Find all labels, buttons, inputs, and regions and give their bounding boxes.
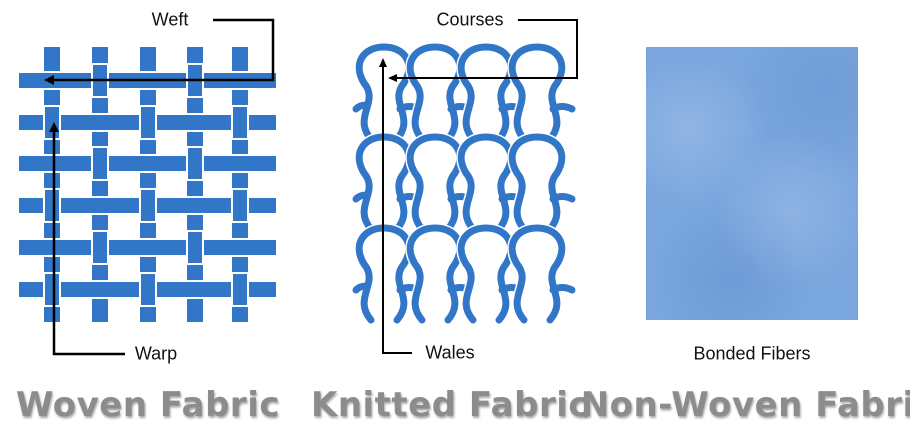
knit-sinker-loop bbox=[549, 193, 576, 203]
nonwoven-fabric-graphic bbox=[646, 47, 858, 320]
knitted-fabric-graphic bbox=[352, 41, 576, 325]
bonded-fibers-label: Bonded Fibers bbox=[693, 343, 811, 364]
wales-label: Wales bbox=[425, 342, 475, 363]
warp-over-segment bbox=[91, 146, 109, 181]
warp-over-segment bbox=[186, 146, 204, 181]
knit-edge-stub bbox=[352, 282, 370, 294]
knit-loop bbox=[406, 133, 464, 233]
warp-over-segment bbox=[231, 105, 249, 140]
warp-over-segment bbox=[43, 188, 61, 223]
warp-over-segment bbox=[231, 272, 249, 307]
courses-arrow bbox=[388, 19, 578, 82]
knit-edge-stub bbox=[352, 191, 370, 203]
woven-fabric-title: Woven Fabric bbox=[15, 385, 281, 425]
weft-yarn bbox=[17, 154, 278, 173]
wales-arrow bbox=[379, 58, 412, 354]
weft-label: Weft bbox=[151, 9, 189, 30]
warp-over-segment bbox=[43, 272, 61, 307]
knit-loop bbox=[508, 133, 566, 233]
weft-yarn bbox=[17, 238, 278, 257]
warp-over-segment bbox=[139, 188, 157, 223]
knit-loop bbox=[457, 133, 515, 233]
nonwoven-fabric-title: Non-Woven Fabric bbox=[580, 385, 910, 425]
warp-over-segment bbox=[43, 105, 61, 140]
knit-sinker-loop bbox=[549, 284, 576, 294]
warp-arrow bbox=[49, 122, 125, 356]
knit-sinker-loop bbox=[549, 103, 576, 113]
knit-loop bbox=[457, 224, 515, 324]
warp-over-segment bbox=[231, 188, 249, 223]
knit-loop bbox=[406, 43, 464, 143]
knit-loop bbox=[508, 43, 566, 143]
warp-over-segment bbox=[186, 230, 204, 265]
courses-label: Courses bbox=[436, 9, 504, 30]
weft-arrow bbox=[44, 18, 275, 85]
knit-edge-stub bbox=[352, 101, 370, 113]
knit-loop bbox=[457, 43, 515, 143]
knitted-fabric-title: Knitted Fabric bbox=[310, 385, 590, 425]
knit-loop bbox=[406, 224, 464, 324]
warp-over-segment bbox=[139, 272, 157, 307]
woven-fabric-graphic bbox=[17, 47, 278, 322]
warp-over-segment bbox=[139, 105, 157, 140]
warp-label: Warp bbox=[134, 343, 178, 364]
warp-over-segment bbox=[91, 230, 109, 265]
knit-loop bbox=[508, 224, 566, 324]
